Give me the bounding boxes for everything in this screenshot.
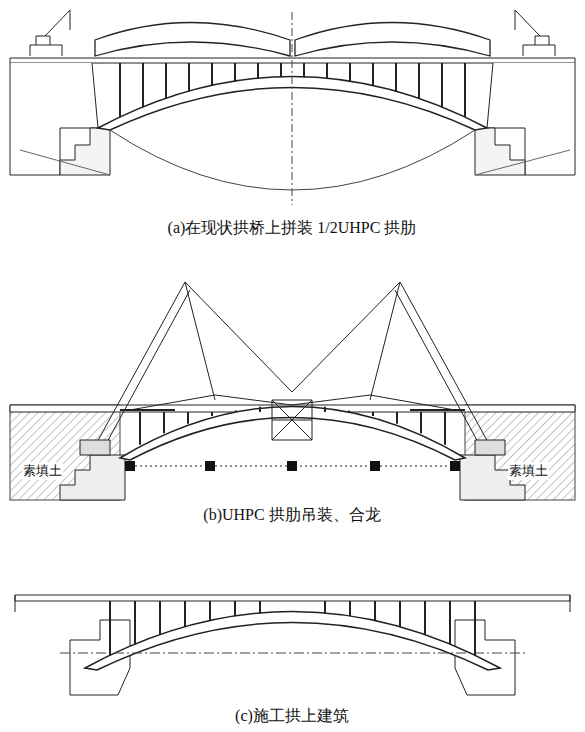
soil-label: 素填土 <box>22 462 63 480</box>
spandrel-column <box>119 63 121 117</box>
spandrel-column <box>259 407 261 412</box>
spandrel-column <box>257 63 259 79</box>
spandrel-column <box>303 63 305 77</box>
figure-caption: (b)UHPC 拱肋吊装、合龙 <box>203 505 380 526</box>
spandrel-column <box>211 412 213 416</box>
spandrel-column <box>187 412 189 424</box>
spandrel-column <box>449 601 451 644</box>
spandrel-column <box>188 63 190 91</box>
spandrel-column <box>326 63 328 79</box>
spandrel-column <box>348 410 350 412</box>
spandrel-column <box>159 601 161 635</box>
spandrel-column <box>209 601 211 621</box>
spandrel-column <box>235 410 237 412</box>
spandrel-column <box>372 412 374 416</box>
figure-caption: (a)在现状拱桥上拼装 1/2UHPC 拱肋 <box>168 218 417 239</box>
spandrel-column <box>372 63 374 86</box>
spandrel-column <box>474 601 476 655</box>
spandrel-column <box>234 601 236 616</box>
spandrel-column <box>109 601 111 655</box>
spandrel-column <box>396 412 398 424</box>
support-block <box>125 461 135 471</box>
support-block <box>205 461 215 471</box>
spandrel-column <box>444 412 446 445</box>
spandrel-column <box>324 601 326 613</box>
figure-caption: (c)施工拱上建筑 <box>235 706 349 727</box>
support-block <box>370 461 380 471</box>
spandrel-column <box>184 601 186 627</box>
spandrel-column <box>399 601 401 627</box>
spandrel-column <box>420 412 422 433</box>
spandrel-column <box>134 601 136 644</box>
spandrel-column <box>163 412 165 433</box>
support-block <box>287 461 297 471</box>
spandrel-column <box>234 63 236 81</box>
spandrel-column <box>324 407 326 412</box>
spandrel-column <box>374 601 376 621</box>
spandrel-column <box>142 63 144 107</box>
spandrel-column <box>464 63 466 117</box>
spandrel-column <box>418 63 420 99</box>
soil-label: 素填土 <box>508 462 549 480</box>
support-block <box>450 461 460 471</box>
spandrel-column <box>165 63 167 99</box>
spandrel-column <box>139 412 141 445</box>
spandrel-column <box>211 63 213 86</box>
spandrel-column <box>349 63 351 81</box>
spandrel-column <box>280 63 282 77</box>
spandrel-column <box>395 63 397 91</box>
spandrel-column <box>441 63 443 107</box>
spandrel-column <box>259 601 261 613</box>
spandrel-column <box>424 601 426 635</box>
spandrel-column <box>349 601 351 616</box>
